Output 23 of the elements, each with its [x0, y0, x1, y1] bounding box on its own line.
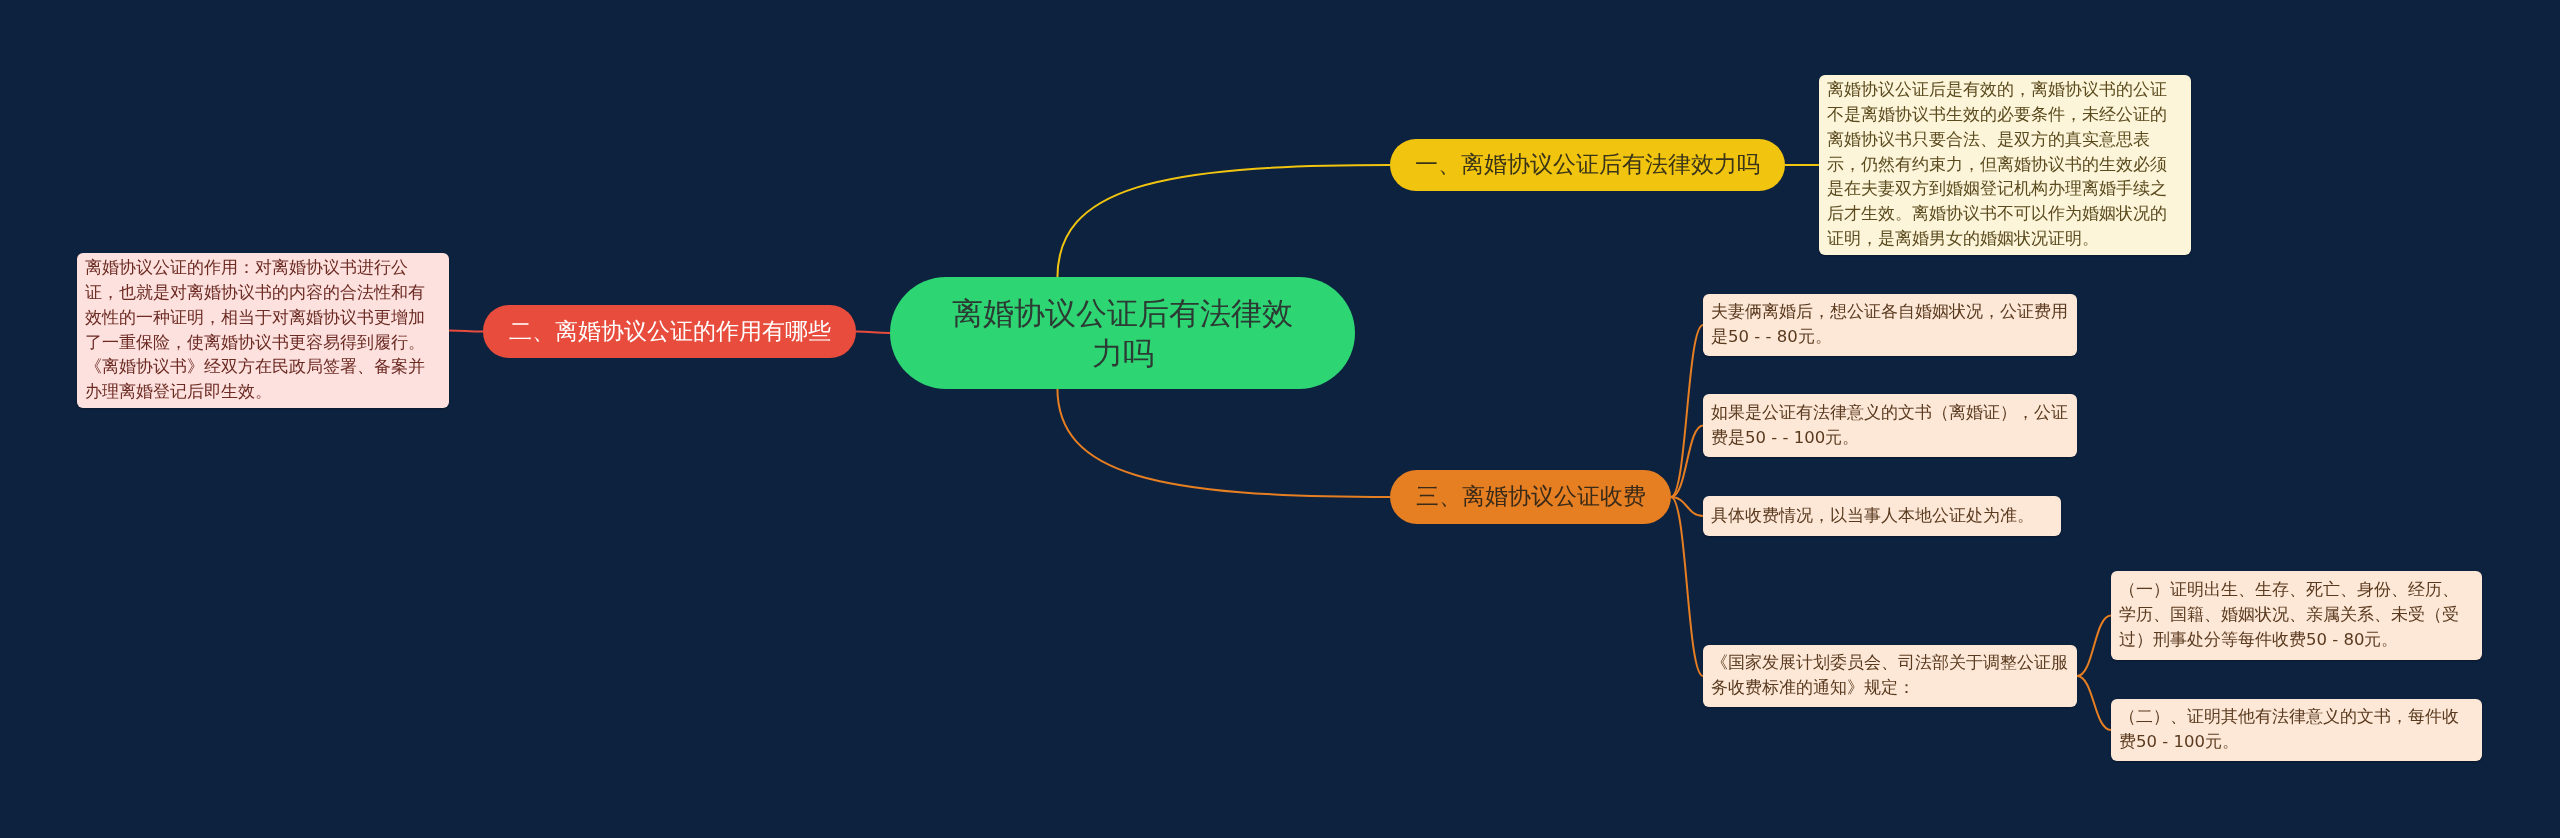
note-card: 《国家发展计划委员会、司法部关于调整公证服务收费标准的通知》规定： — [1703, 645, 2077, 707]
connector-line — [1784, 164, 1820, 166]
connector-line — [1056, 164, 1391, 279]
connector-line — [1670, 424, 1704, 498]
branch-pill: 一、离婚协议公证后有法律效力吗 — [1390, 139, 1785, 191]
note-card: 夫妻俩离婚后，想公证各自婚姻状况，公证费用是50 - - 80元。 — [1703, 294, 2077, 356]
connector-line — [2076, 675, 2112, 731]
connector-line — [1056, 387, 1391, 498]
note-card: （二）、证明其他有法律意义的文书，每件收费50 - 100元。 — [2111, 699, 2482, 761]
connector-line — [1670, 496, 1704, 517]
connector-line — [1670, 324, 1704, 498]
note-card: 如果是公证有法律意义的文书（离婚证），公证费是50 - - 100元。 — [1703, 394, 2077, 457]
connector-line — [448, 329, 484, 333]
branch-pill: 三、离婚协议公证收费 — [1390, 470, 1671, 524]
connector-line — [855, 330, 891, 334]
connector-line — [1670, 496, 1704, 677]
note-card: （一）证明出生、生存、死亡、身份、经历、学历、国籍、婚姻状况、亲属关系、未受（受过）刑事处分等每件收费50 - 80元。 — [2111, 571, 2482, 660]
branch-pill: 二、离婚协议公证的作用有哪些 — [483, 305, 856, 358]
note-card: 离婚协议公证的作用：对离婚协议书进行公证，也就是对离婚协议书的内容的合法性和有效性的一种证明，相当于对离婚协议书更增加了一重保险，使离婚协议书更容易得到履行。《离婚协议书》经双方在民政局签署、备案并办理离婚登记后即生效。 — [77, 253, 449, 408]
central-topic-pill: 离婚协议公证后有法律效力吗 — [890, 277, 1355, 389]
connector-line — [2076, 614, 2112, 677]
note-card: 离婚协议公证后是有效的，离婚协议书的公证不是离婚协议书生效的必要条件，未经公证的离婚协议书只要合法、是双方的真实意思表示，仍然有约束力，但离婚协议书的生效必须是在夫妻双方到婚姻登记机构办理离婚手续之后才生效。离婚协议书不可以作为婚姻状况的证明，是离婚男女的婚姻状况证明。 — [1819, 75, 2191, 255]
note-card: 具体收费情况，以当事人本地公证处为准。 — [1703, 496, 2061, 536]
